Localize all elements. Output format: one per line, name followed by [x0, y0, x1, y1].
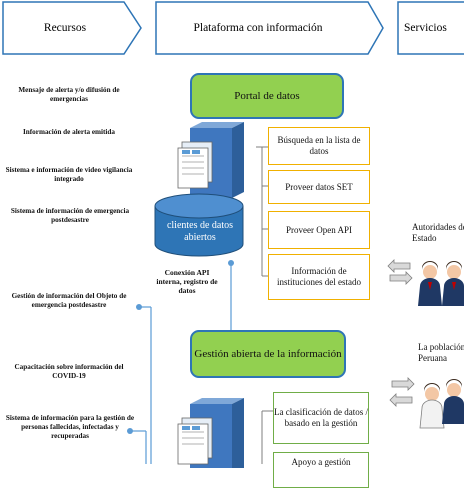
database-icon	[154, 193, 244, 257]
server-icon	[177, 122, 244, 198]
management-function-box: Apoyo a gestión	[273, 452, 369, 488]
portal-function-box: Proveer Open API	[268, 211, 370, 249]
people-icon-population	[419, 379, 464, 429]
people-icon-authorities	[418, 261, 464, 306]
connector-lines	[127, 146, 273, 464]
portal-title-box: Portal de datos	[190, 73, 344, 119]
resource-item: Gestión de información del Objeto de eme…	[11, 292, 127, 309]
exchange-arrows-icon	[389, 377, 415, 407]
header-arrow-plataforma	[155, 1, 384, 55]
resource-item: Capacitación sobre información del COVID…	[14, 363, 124, 380]
resource-item: Sistema de información para la gestión d…	[5, 414, 135, 440]
resource-item: Mensaje de alerta y/o difusión de emerge…	[18, 86, 120, 103]
header-recursos: Recursos	[43, 22, 87, 34]
management-title-box: Gestión abierta de la información	[190, 330, 346, 378]
portal-function-box: Búsqueda en la lista de datos	[268, 127, 370, 165]
database-label: clientes de datos abiertos	[166, 220, 234, 243]
resource-item: Sistema de información de emergencia pos…	[10, 207, 130, 224]
header-arrows	[2, 1, 464, 55]
header-arrow-recursos	[2, 1, 142, 55]
management-function-box: La clasificación de datos / basado en la…	[273, 392, 369, 444]
exchange-arrows-icon	[387, 259, 413, 285]
header-servicios: Servicios	[404, 22, 447, 34]
service-authorities-label: Autoridades del Estado	[412, 222, 464, 243]
header-arrow-servicios	[397, 1, 464, 55]
api-note: Conexión API interna, registro de datos	[156, 268, 218, 295]
service-population-label: La población Peruana	[418, 342, 464, 363]
header-plataforma: Plataforma con información	[193, 22, 323, 34]
resource-item: Sistema e información de video vigilanci…	[5, 166, 133, 183]
portal-function-box: Proveer datos SET	[268, 170, 370, 204]
server-icon	[177, 398, 244, 468]
resource-item: Información de alerta emitida	[22, 128, 116, 136]
portal-function-box: Información de instituciones del estado	[268, 254, 370, 300]
